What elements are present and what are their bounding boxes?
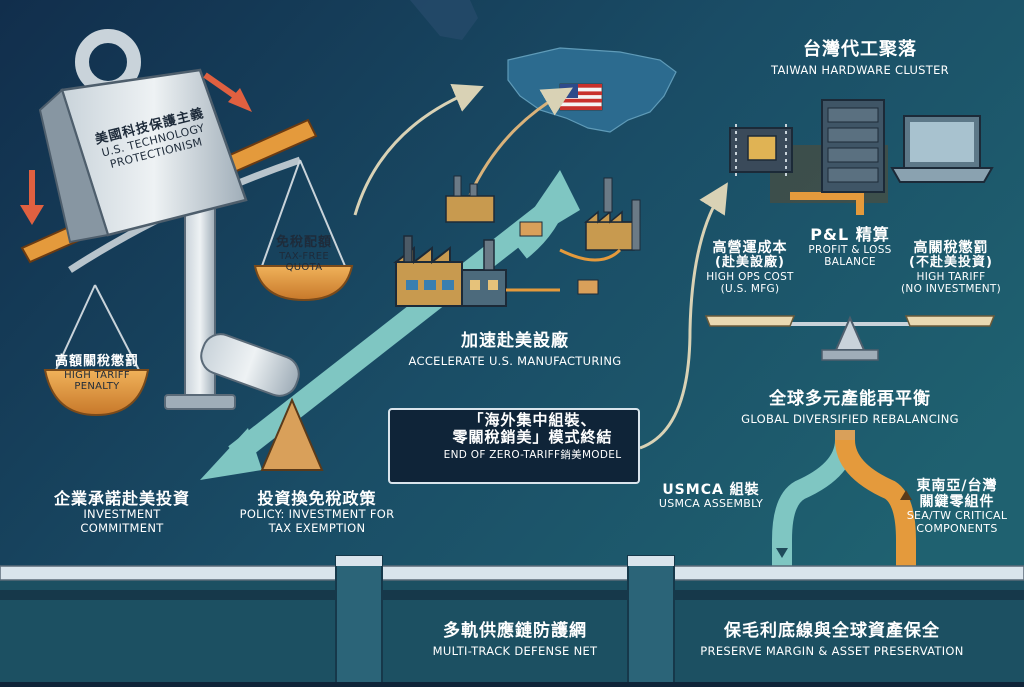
- policy-en-1: POLICY: INVESTMENT FOR: [239, 507, 395, 522]
- chip-icon: [729, 124, 793, 176]
- sea-label: 東南亞/台灣 關鍵零組件 SEA/TW CRITICAL COMPONENTS: [902, 478, 1012, 535]
- end-model-label: 「海外集中組裝、 零關稅銷美」模式終結 END OF ZERO-TARIFF銷美…: [430, 411, 635, 461]
- end-model-zh-1: 「海外集中組裝、: [468, 411, 597, 429]
- curve-arrow: [639, 182, 728, 450]
- down-arrow-icon: [20, 205, 44, 225]
- scale-left-en-1: HIGH TARIFF: [64, 369, 130, 381]
- pl-en-2: BALANCE: [824, 256, 876, 269]
- pl-zh: P&L 精算: [810, 225, 890, 244]
- scale-left-label: 高額關稅懲罰 HIGH TARIFF PENALTY: [38, 354, 156, 393]
- policy-en-2: TAX EXEMPTION: [268, 520, 366, 535]
- high-ops-label: 高營運成本 (赴美設廠) HIGH OPS COST (U.S. MFG): [690, 240, 810, 295]
- down-arrow-icon: [228, 88, 252, 112]
- usmca-en: USMCA ASSEMBLY: [658, 497, 764, 511]
- end-model-box: [388, 408, 640, 484]
- laptop-icon: [890, 115, 994, 183]
- defense-net-en: MULTI-TRACK DEFENSE NET: [432, 643, 598, 658]
- down-arrow-icon: [203, 72, 240, 101]
- curve-arrow: [353, 84, 484, 216]
- taiwan-cluster-zh: 台灣代工聚落: [803, 39, 917, 60]
- pl-en-1: PROFIT & LOSS: [808, 244, 892, 257]
- investment-commitment-zh: 企業承諾赴美投資: [53, 489, 190, 508]
- end-model-en: END OF ZERO-TARIFF銷美MODEL: [443, 448, 622, 461]
- accelerate-label: 加速赴美設廠 ACCELERATE U.S. MANUFACTURING: [390, 331, 640, 368]
- shipping-box-icon: [519, 221, 543, 237]
- balance-scale-icon: [43, 156, 354, 471]
- usmca-zh: USMCA 組裝: [662, 482, 760, 498]
- high-ops-en-2: (U.S. MFG): [720, 283, 780, 296]
- high-tariff-right-label: 高關稅懲罰 (不赴美投資) HIGH TARIFF (NO INVESTMENT…: [890, 240, 1012, 295]
- scale-right-en-2: QUOTA: [285, 262, 323, 274]
- preserve-en: PRESERVE MARGIN & ASSET PRESERVATION: [700, 643, 964, 658]
- high-tariff-right-en-2: (NO INVESTMENT): [901, 283, 1001, 296]
- accelerate-zh: 加速赴美設廠: [461, 331, 569, 351]
- preserve-zh: 保毛利底線與全球資產保全: [724, 621, 940, 641]
- scale-left-en-2: PENALTY: [74, 381, 120, 393]
- sea-en-1: SEA/TW CRITICAL: [906, 509, 1008, 523]
- global-rebalancing-zh: 全球多元產能再平衡: [769, 389, 931, 409]
- high-tariff-right-zh-1: 高關稅懲罰: [913, 240, 989, 256]
- factory-icon: [445, 175, 495, 223]
- weight-icon: [38, 29, 248, 244]
- taiwan-cluster-label: 台灣代工聚落 TAIWAN HARDWARE CLUSTER: [735, 39, 985, 77]
- investment-commitment-en-2: COMMITMENT: [80, 520, 164, 535]
- high-ops-zh-2: (赴美設廠): [715, 255, 785, 271]
- sea-en-2: COMPONENTS: [916, 521, 998, 535]
- flow-line: [559, 248, 622, 262]
- server-icon: [821, 99, 885, 193]
- sea-zh-2: 關鍵零組件: [919, 494, 995, 511]
- investment-commitment-label: 企業承諾赴美投資 INVESTMENT COMMITMENT: [22, 489, 222, 535]
- defense-net-label: 多軌供應鏈防護網 MULTI-TRACK DEFENSE NET: [400, 621, 630, 658]
- defense-net-zh: 多軌供應鏈防護網: [443, 621, 587, 641]
- balance-scale-icon: [704, 315, 996, 361]
- global-rebalancing-en: GLOBAL DIVERSIFIED REBALANCING: [741, 411, 959, 426]
- scale-right-en-1: TAX-FREE: [279, 250, 329, 262]
- factory-icon: [393, 235, 507, 307]
- preserve-label: 保毛利底線與全球資產保全 PRESERVE MARGIN & ASSET PRE…: [672, 621, 992, 658]
- policy-zh: 投資換免稅政策: [257, 489, 377, 508]
- scale-left-zh: 高額關稅懲罰: [54, 354, 139, 369]
- factory-icon: [583, 177, 641, 251]
- curve-arrow: [468, 87, 573, 196]
- usmca-label: USMCA 組裝 USMCA ASSEMBLY: [652, 482, 770, 511]
- defense-net-wall: [0, 555, 1024, 687]
- investment-commitment-en-1: INVESTMENT: [83, 507, 161, 522]
- split-arrows: [772, 430, 916, 568]
- policy-label: 投資換免稅政策 POLICY: INVESTMENT FOR TAX EXEMP…: [222, 489, 412, 535]
- pl-label: P&L 精算 PROFIT & LOSS BALANCE: [790, 225, 910, 269]
- high-tariff-right-zh-2: (不赴美投資): [909, 255, 993, 271]
- taiwan-cluster-en: TAIWAN HARDWARE CLUSTER: [771, 62, 949, 77]
- map-shape: [410, 0, 478, 40]
- cluster-connector: [790, 192, 864, 215]
- global-rebalancing-label: 全球多元產能再平衡 GLOBAL DIVERSIFIED REBALANCING: [700, 389, 1000, 426]
- high-ops-en-1: HIGH OPS COST: [706, 271, 794, 284]
- us-flag-icon: [559, 83, 603, 111]
- sea-zh-1: 東南亞/台灣: [916, 478, 998, 494]
- scale-right-zh: 免稅配額: [275, 235, 332, 250]
- end-model-zh-2: 零關稅銷美」模式終結: [452, 428, 613, 447]
- scale-right-label: 免稅配額 TAX-FREE QUOTA: [258, 235, 350, 274]
- high-tariff-right-en-1: HIGH TARIFF: [916, 271, 986, 284]
- shipping-box-icon: [577, 279, 599, 295]
- accelerate-en: ACCELERATE U.S. MANUFACTURING: [408, 353, 622, 368]
- high-ops-zh-1: 高營運成本: [712, 240, 788, 256]
